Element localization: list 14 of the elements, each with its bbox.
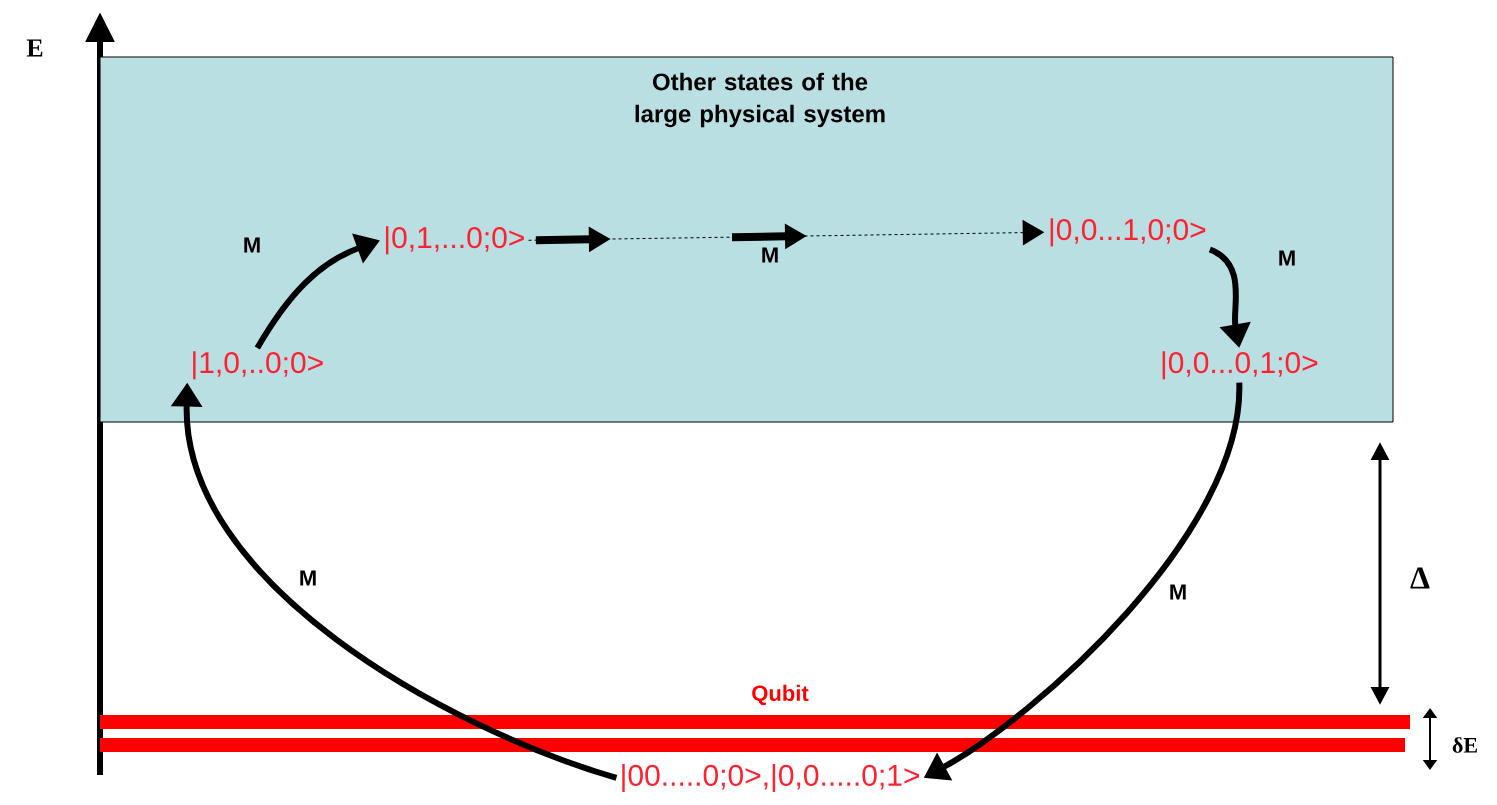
edge-label: M xyxy=(762,247,778,263)
state-label: |0,0...1,0;0> xyxy=(1050,218,1206,247)
axis-label: δE xyxy=(1452,737,1477,753)
state-label: |0,0...0,1;0> xyxy=(1162,351,1318,380)
state-label: |0,1,...0;0> xyxy=(385,226,524,255)
level-label: Qubit xyxy=(752,684,809,706)
edge-label: M xyxy=(300,570,316,586)
edge-label: M xyxy=(244,237,260,253)
edge-label: M xyxy=(1170,584,1186,600)
axis-label: Δ xyxy=(1410,567,1430,589)
state-label: |1,0,..0;0> xyxy=(193,351,323,380)
axis-label: E xyxy=(26,39,43,57)
edge-label: M xyxy=(1279,250,1295,266)
qubit-state-label: |00.....0;0>,|0,0.....0;1> xyxy=(622,763,919,793)
